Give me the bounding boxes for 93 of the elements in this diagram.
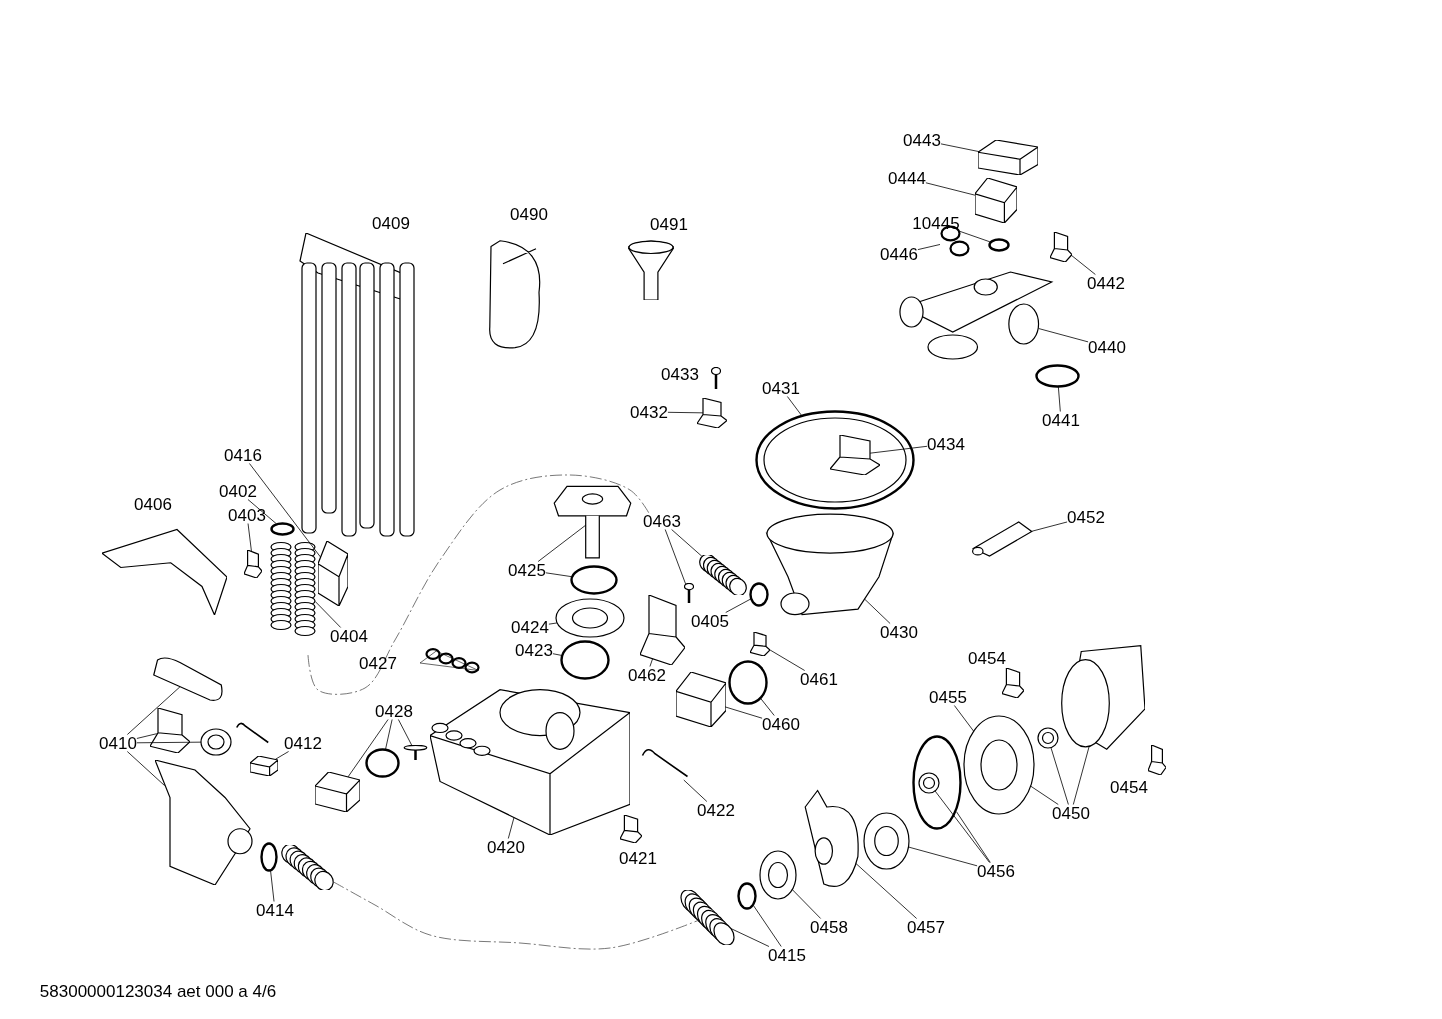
callout-number: 0403 <box>228 506 266 524</box>
callout-number: 0444 <box>888 169 926 187</box>
leader-line <box>247 523 252 552</box>
callout-number: 0456 <box>977 862 1015 880</box>
leader-line <box>507 817 515 839</box>
callout-number: 0457 <box>907 918 945 936</box>
leader-line <box>136 733 158 739</box>
leader-line <box>552 653 562 656</box>
callout-number: 0404 <box>330 627 368 645</box>
leader-line <box>855 863 917 919</box>
callout-number: 0422 <box>697 801 735 819</box>
callout-number: 0427 <box>359 654 397 672</box>
leader-line <box>959 230 991 243</box>
callout-number: 0462 <box>628 666 666 684</box>
leader-line <box>760 698 775 716</box>
leader-line <box>385 719 393 750</box>
drawing-number: 58300000123034 aet 000 a 4/6 <box>39 982 277 1000</box>
leader-line <box>270 870 275 902</box>
callout-number: 0414 <box>256 901 294 919</box>
leader-line <box>787 396 803 416</box>
leader-line <box>1031 521 1068 532</box>
callout-number: 0416 <box>224 446 262 464</box>
leader-line <box>791 889 822 919</box>
callout-number: 0452 <box>1067 508 1105 526</box>
callout-number: 0443 <box>903 131 941 149</box>
leader-line <box>956 811 991 863</box>
callout-number: 0421 <box>619 849 657 867</box>
leader-line <box>537 524 587 562</box>
leader-line <box>649 658 654 667</box>
callout-number: 0450 <box>1052 804 1090 822</box>
leader-line <box>753 905 782 947</box>
callout-number: 0431 <box>762 379 800 397</box>
leader-line <box>1058 386 1061 412</box>
hose-route-line <box>332 881 699 950</box>
leader-line <box>347 719 389 778</box>
callout-number: 0458 <box>810 918 848 936</box>
leader-line <box>398 719 412 746</box>
callout-number: 0455 <box>929 688 967 706</box>
leader-line <box>925 182 976 196</box>
leader-line <box>917 244 941 250</box>
leader-line <box>545 572 572 577</box>
leader-line <box>126 686 181 735</box>
callout-number: 0490 <box>510 205 548 223</box>
leader-line <box>314 601 342 628</box>
callout-number: 0440 <box>1088 338 1126 356</box>
callout-number: 0491 <box>650 215 688 233</box>
leader-line <box>671 529 703 557</box>
callout-number: 0432 <box>630 403 668 421</box>
leader-line <box>548 622 558 625</box>
callout-number: 0405 <box>691 612 729 630</box>
callout-number: 10445 <box>912 214 960 232</box>
leader-line <box>667 411 704 414</box>
leader-line <box>664 529 686 585</box>
callout-number: 0428 <box>375 702 413 720</box>
callout-number: 0446 <box>880 245 918 263</box>
leader-line <box>768 649 806 671</box>
callout-number: 0454 <box>1110 778 1148 796</box>
callout-number: 0415 <box>768 946 806 964</box>
callout-number: 0412 <box>284 734 322 752</box>
callout-number: 0420 <box>487 838 525 856</box>
leader-line <box>725 598 752 613</box>
callout-number: 0463 <box>643 512 681 530</box>
leader-line <box>940 143 980 152</box>
leader-line <box>126 751 165 786</box>
callout-number: 0454 <box>968 649 1006 667</box>
callout-number: 0410 <box>99 734 137 752</box>
leader-line <box>1070 254 1096 275</box>
callout-number: 0424 <box>511 618 549 636</box>
leader-line <box>864 598 891 624</box>
leader-line <box>908 846 978 867</box>
callout-number: 0461 <box>800 670 838 688</box>
callout-number: 0433 <box>661 365 699 383</box>
callout-number: 0409 <box>372 214 410 232</box>
leader-line <box>1050 747 1069 805</box>
callout-number: 0430 <box>880 623 918 641</box>
leader-line <box>1072 745 1090 805</box>
leader-line <box>1038 328 1089 343</box>
callout-number: 0406 <box>134 495 172 513</box>
leader-line <box>724 706 763 719</box>
callout-number: 0434 <box>927 435 965 453</box>
callout-number: 0442 <box>1087 274 1125 292</box>
leader-line <box>683 779 708 802</box>
leader-line <box>954 705 975 732</box>
callout-number: 0441 <box>1042 411 1080 429</box>
leader-line <box>1030 785 1059 805</box>
callout-number: 0423 <box>515 641 553 659</box>
leader-line <box>934 790 990 863</box>
leader-line <box>247 499 277 525</box>
callout-number: 0425 <box>508 561 546 579</box>
leader-line <box>275 751 289 760</box>
callout-number: 0460 <box>762 715 800 733</box>
leader-line <box>731 928 770 947</box>
callout-number: 0402 <box>219 482 257 500</box>
